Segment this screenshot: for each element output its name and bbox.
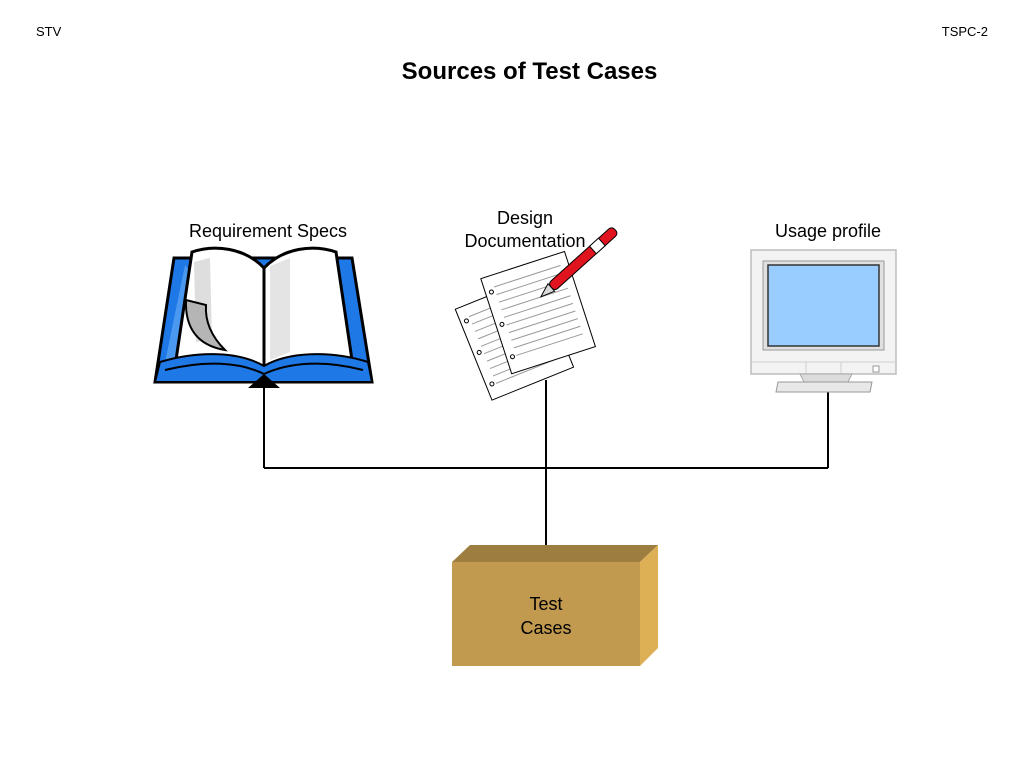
- connector-lines: [263, 380, 829, 558]
- documents-with-pen-icon: [454, 227, 618, 401]
- design-label-line2: Documentation: [464, 231, 586, 251]
- box-side-face: [640, 545, 658, 666]
- test-cases-line1: Test: [529, 594, 563, 614]
- open-book-icon: [153, 246, 374, 388]
- box-top-face: [452, 545, 658, 562]
- design-documentation-label: Design Documentation: [440, 207, 610, 253]
- header-right-label: TSPC-2: [941, 24, 988, 39]
- test-cases-box: [452, 545, 658, 666]
- design-label-line1: Design: [496, 208, 554, 228]
- box-front-face: [452, 562, 640, 666]
- test-cases-label: Test Cases: [452, 592, 640, 640]
- header-left-label: STV: [36, 24, 62, 39]
- requirement-specs-label: Requirement Specs: [188, 221, 348, 241]
- usage-profile-label: Usage profile: [774, 221, 882, 241]
- page-title: Sources of Test Cases: [401, 58, 658, 85]
- test-cases-line2: Cases: [520, 618, 572, 638]
- computer-monitor-icon: [750, 249, 897, 393]
